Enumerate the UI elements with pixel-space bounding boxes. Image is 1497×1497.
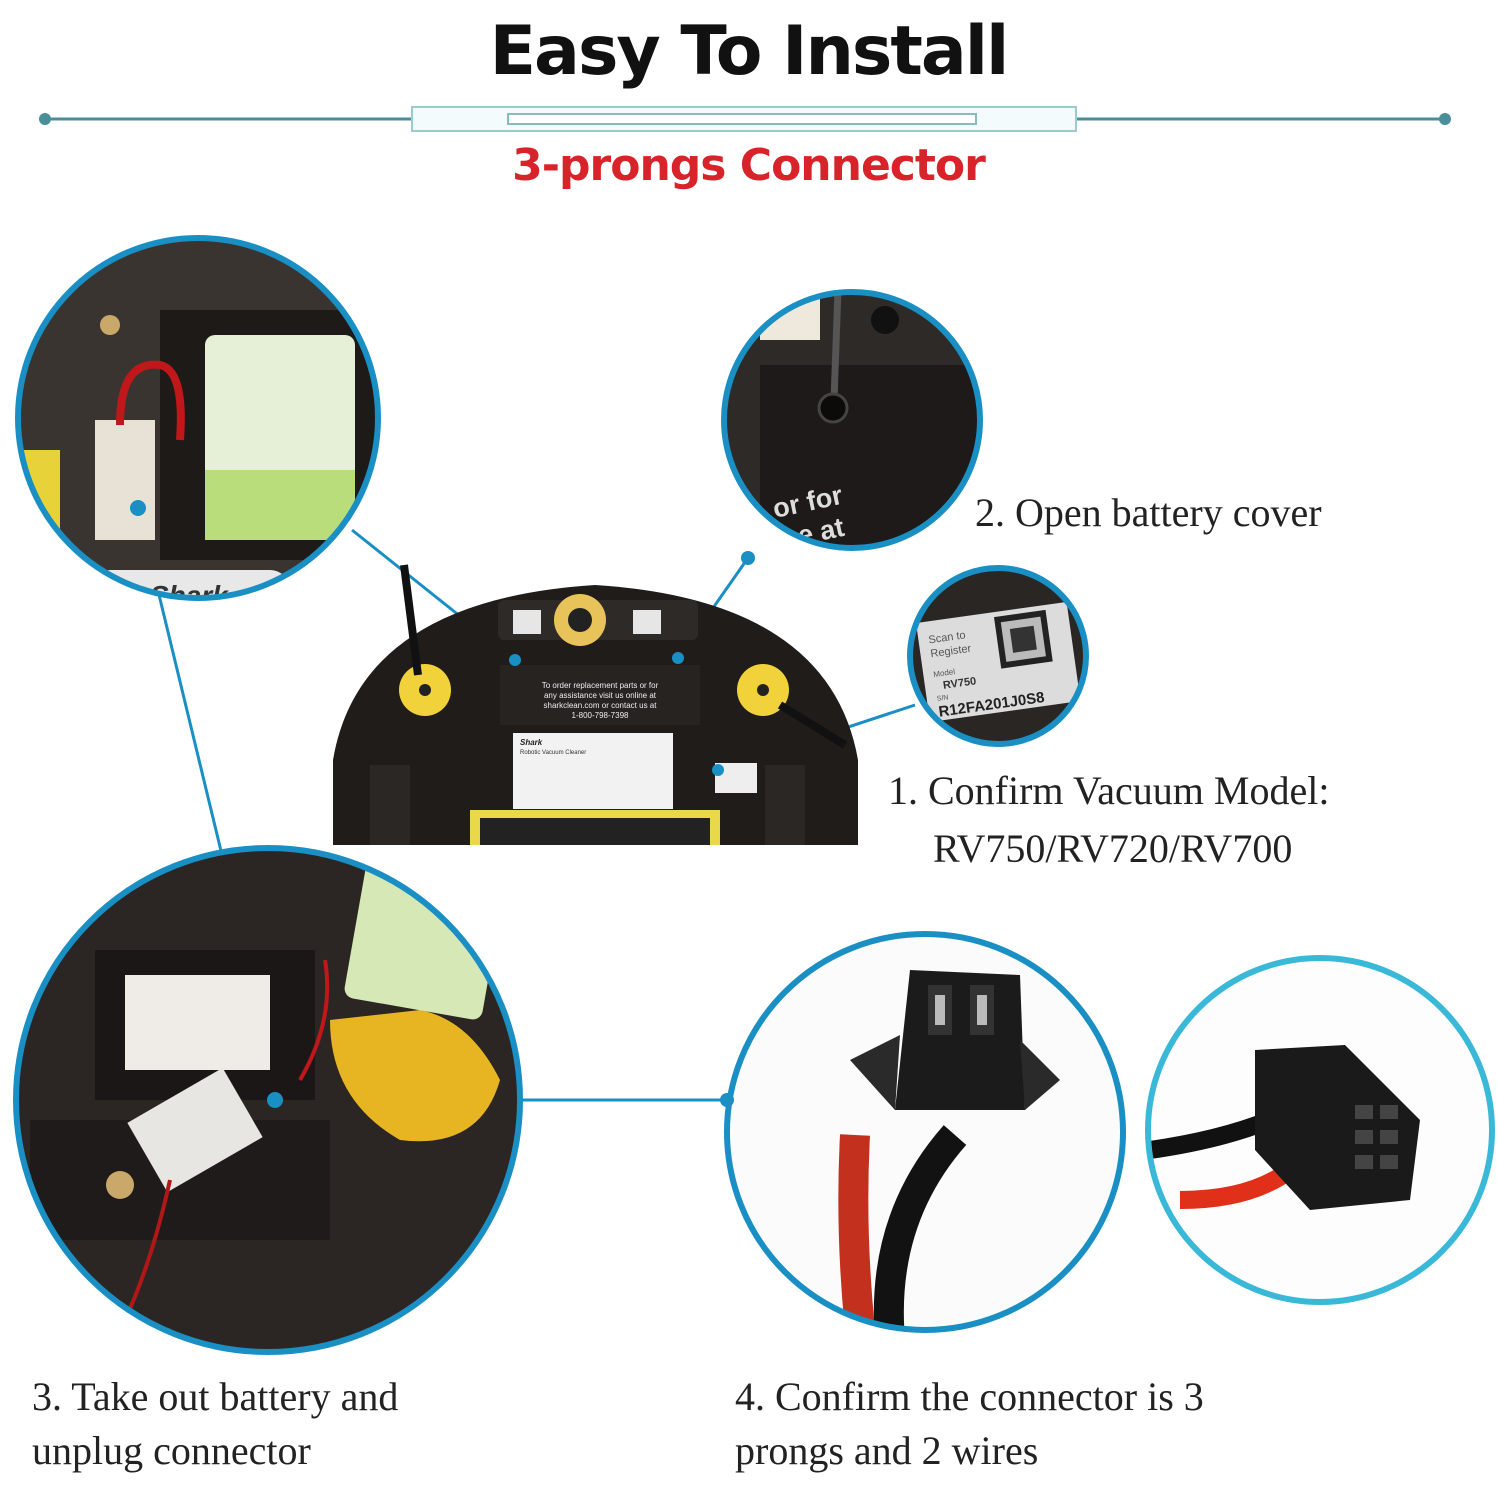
battery-compartment-closeup: Shark bbox=[18, 238, 378, 598]
step-1-models: RV750/RV720/RV700 bbox=[933, 826, 1293, 871]
connector-front-closeup bbox=[727, 934, 1123, 1330]
step-2-label: 2. Open battery cover bbox=[975, 490, 1322, 535]
connector-back-closeup bbox=[1148, 958, 1492, 1302]
step-3-label-line2: unplug connector bbox=[32, 1428, 311, 1473]
page-subtitle: 3-prongs Connector bbox=[512, 140, 986, 191]
svg-text:RV750: RV750 bbox=[942, 675, 977, 692]
header-divider bbox=[39, 106, 1451, 132]
step-4-label-line2: prongs and 2 wires bbox=[735, 1428, 1039, 1473]
model-label-closeup: Scan to Register Model RV750 S/N R12FA20… bbox=[910, 568, 1086, 744]
svg-text:Register: Register bbox=[930, 643, 973, 661]
page-title: Easy To Install bbox=[489, 12, 1010, 91]
svg-text:sharkclean.com or contact us a: sharkclean.com or contact us at bbox=[544, 701, 658, 710]
step-3-label: 3. Take out battery and bbox=[32, 1374, 399, 1419]
unplug-connector-closeup bbox=[16, 848, 520, 1352]
battery-cover-closeup: or for e at bbox=[724, 292, 980, 548]
svg-text:any assistance visit us online: any assistance visit us online at bbox=[544, 691, 657, 700]
svg-text:Model: Model bbox=[933, 667, 956, 679]
step-4-label: 4. Confirm the connector is 3 bbox=[735, 1374, 1204, 1419]
svg-text:To order replacement parts or: To order replacement parts or for bbox=[542, 681, 659, 690]
svg-text:1-800-798-7398: 1-800-798-7398 bbox=[572, 711, 629, 720]
robot-vacuum-underside: To order replacement parts or for any as… bbox=[333, 564, 858, 845]
svg-text:Robotic Vacuum Cleaner: Robotic Vacuum Cleaner bbox=[520, 750, 586, 756]
step-1-label: 1. Confirm Vacuum Model: bbox=[888, 768, 1330, 813]
svg-text:S/N: S/N bbox=[936, 694, 949, 703]
svg-text:Scan to: Scan to bbox=[928, 629, 967, 646]
svg-text:Shark: Shark bbox=[520, 738, 543, 747]
